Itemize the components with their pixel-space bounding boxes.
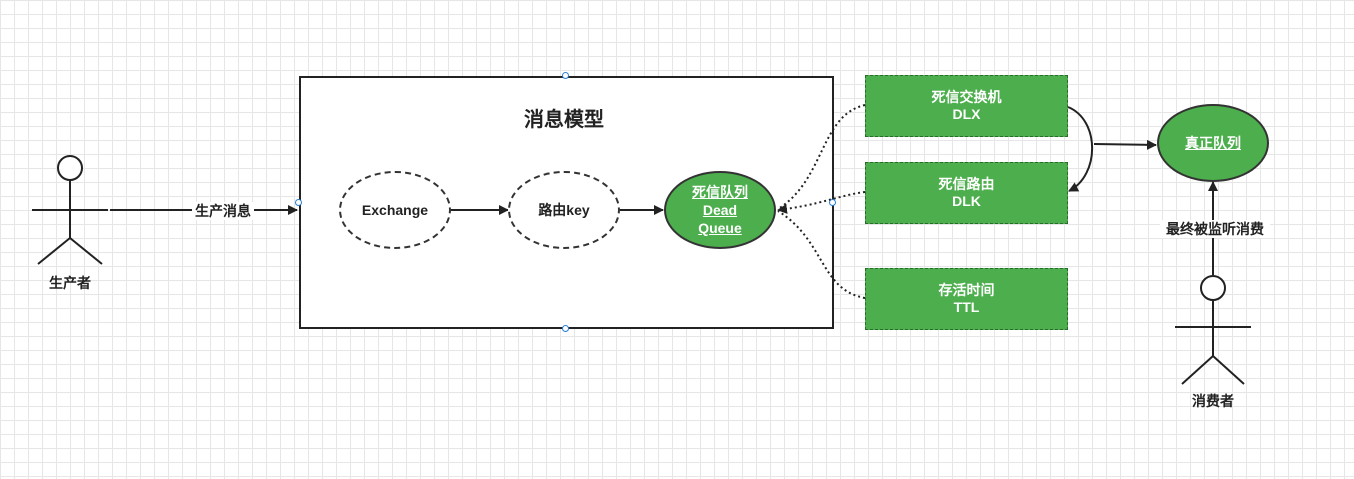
frame-handle-bottom[interactable]	[562, 325, 569, 332]
dlx-line1: 死信交换机	[931, 89, 1002, 105]
ttl-to-dead-queue-edge	[777, 210, 866, 299]
dead-queue-line1: 死信队列	[692, 184, 748, 200]
ttl-line2: TTL	[953, 299, 980, 315]
dlk-box[interactable]: 死信路由 DLK	[865, 162, 1068, 224]
routing-key-node[interactable]: 路由key	[508, 171, 620, 249]
exchange-label: Exchange	[361, 202, 429, 218]
ttl-line1: 存活时间	[938, 282, 995, 298]
producer-label: 生产者	[49, 275, 91, 291]
exchange-node[interactable]: Exchange	[339, 171, 451, 249]
dlk-line2: DLK	[952, 193, 981, 209]
consume-edge-label: 最终被监听消费	[1160, 220, 1270, 238]
real-queue-node[interactable]: 真正队列	[1157, 104, 1269, 182]
ttl-box[interactable]: 存活时间 TTL	[865, 268, 1068, 330]
producer-figure	[32, 155, 108, 265]
dlx-to-dead-queue-edge	[777, 104, 866, 210]
to-real-queue-edge	[1093, 139, 1157, 150]
dead-queue-line2: Dead	[702, 202, 738, 218]
routing-key-label: 路由key	[538, 202, 590, 218]
dead-queue-line3: Queue	[698, 220, 742, 236]
dlk-line1: 死信路由	[938, 176, 995, 192]
frame-handle-right[interactable]	[829, 199, 836, 206]
consumer-label: 消费者	[1192, 393, 1234, 409]
dlk-to-dead-queue-edge	[777, 191, 866, 214]
frame-handle-top[interactable]	[562, 72, 569, 79]
dead-queue-node[interactable]: 死信队列 Dead Queue	[664, 171, 776, 249]
model-title: 消息模型	[524, 109, 604, 131]
real-queue-label: 真正队列	[1185, 135, 1241, 151]
produce-edge-label: 生产消息	[192, 202, 254, 220]
dlx-to-dlk-edge	[1067, 106, 1094, 192]
frame-handle-left[interactable]	[295, 199, 302, 206]
consumer-figure	[1175, 275, 1251, 385]
dlx-line2: DLX	[952, 106, 981, 122]
dlx-box[interactable]: 死信交换机 DLX	[865, 75, 1068, 137]
